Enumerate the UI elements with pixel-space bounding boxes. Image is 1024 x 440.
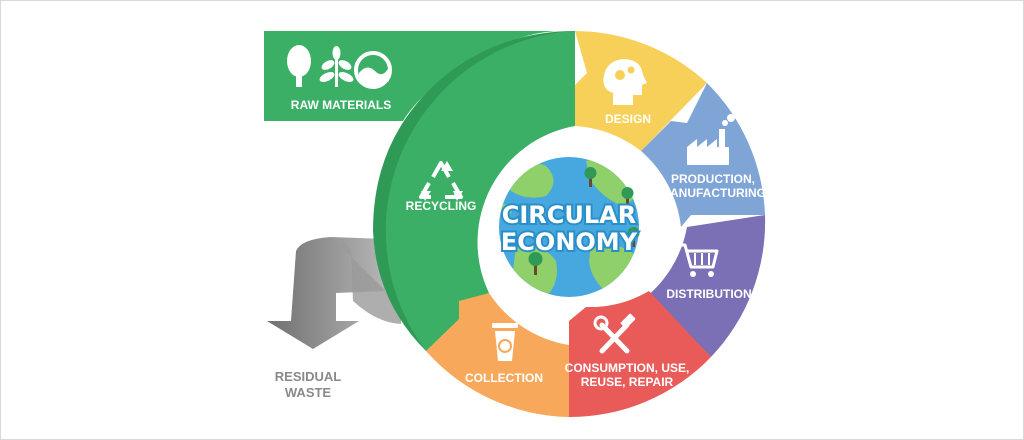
title-line-2: ECONOMY bbox=[501, 228, 638, 256]
label-collection: COLLECTION bbox=[465, 371, 543, 385]
label-distribution: DISTRIBUTION bbox=[666, 287, 751, 301]
globe-tree-2 bbox=[621, 187, 634, 207]
label-production-2: MANUFACTURING bbox=[660, 186, 766, 200]
globe-tree-4 bbox=[627, 227, 640, 247]
globe-tree-1 bbox=[528, 252, 543, 275]
plant-icon bbox=[319, 46, 354, 87]
label-consumption-1: CONSUMPTION, USE, bbox=[565, 361, 690, 375]
recycle-icon bbox=[419, 161, 463, 201]
label-consumption-2: REUSE, REPAIR bbox=[581, 375, 674, 389]
segment-consumption bbox=[569, 291, 711, 418]
water-wave-icon bbox=[354, 51, 392, 89]
head-gears-icon bbox=[603, 59, 647, 105]
label-raw-materials: RAW MATERIALS bbox=[291, 98, 391, 112]
tools-icon bbox=[593, 313, 636, 354]
title-line-1: CIRCULAR bbox=[502, 201, 636, 229]
tree-icon bbox=[287, 45, 311, 87]
residual-waste-arrow bbox=[267, 237, 401, 349]
label-production-1: PRODUCTION, bbox=[671, 172, 755, 186]
center-globe: CIRCULAR ECONOMY bbox=[490, 148, 648, 306]
recycle-bin-icon bbox=[492, 323, 518, 361]
shopping-cart-icon bbox=[678, 243, 719, 277]
segment-distribution bbox=[641, 215, 766, 357]
label-recycling: RECYCLING bbox=[406, 199, 477, 213]
label-design: DESIGN bbox=[605, 112, 651, 126]
segment-recycling bbox=[373, 31, 575, 351]
globe-tree-3 bbox=[584, 167, 597, 187]
label-residual-2: WASTE bbox=[285, 385, 332, 400]
factory-icon bbox=[687, 114, 735, 165]
label-residual-1: RESIDUAL bbox=[275, 369, 342, 384]
